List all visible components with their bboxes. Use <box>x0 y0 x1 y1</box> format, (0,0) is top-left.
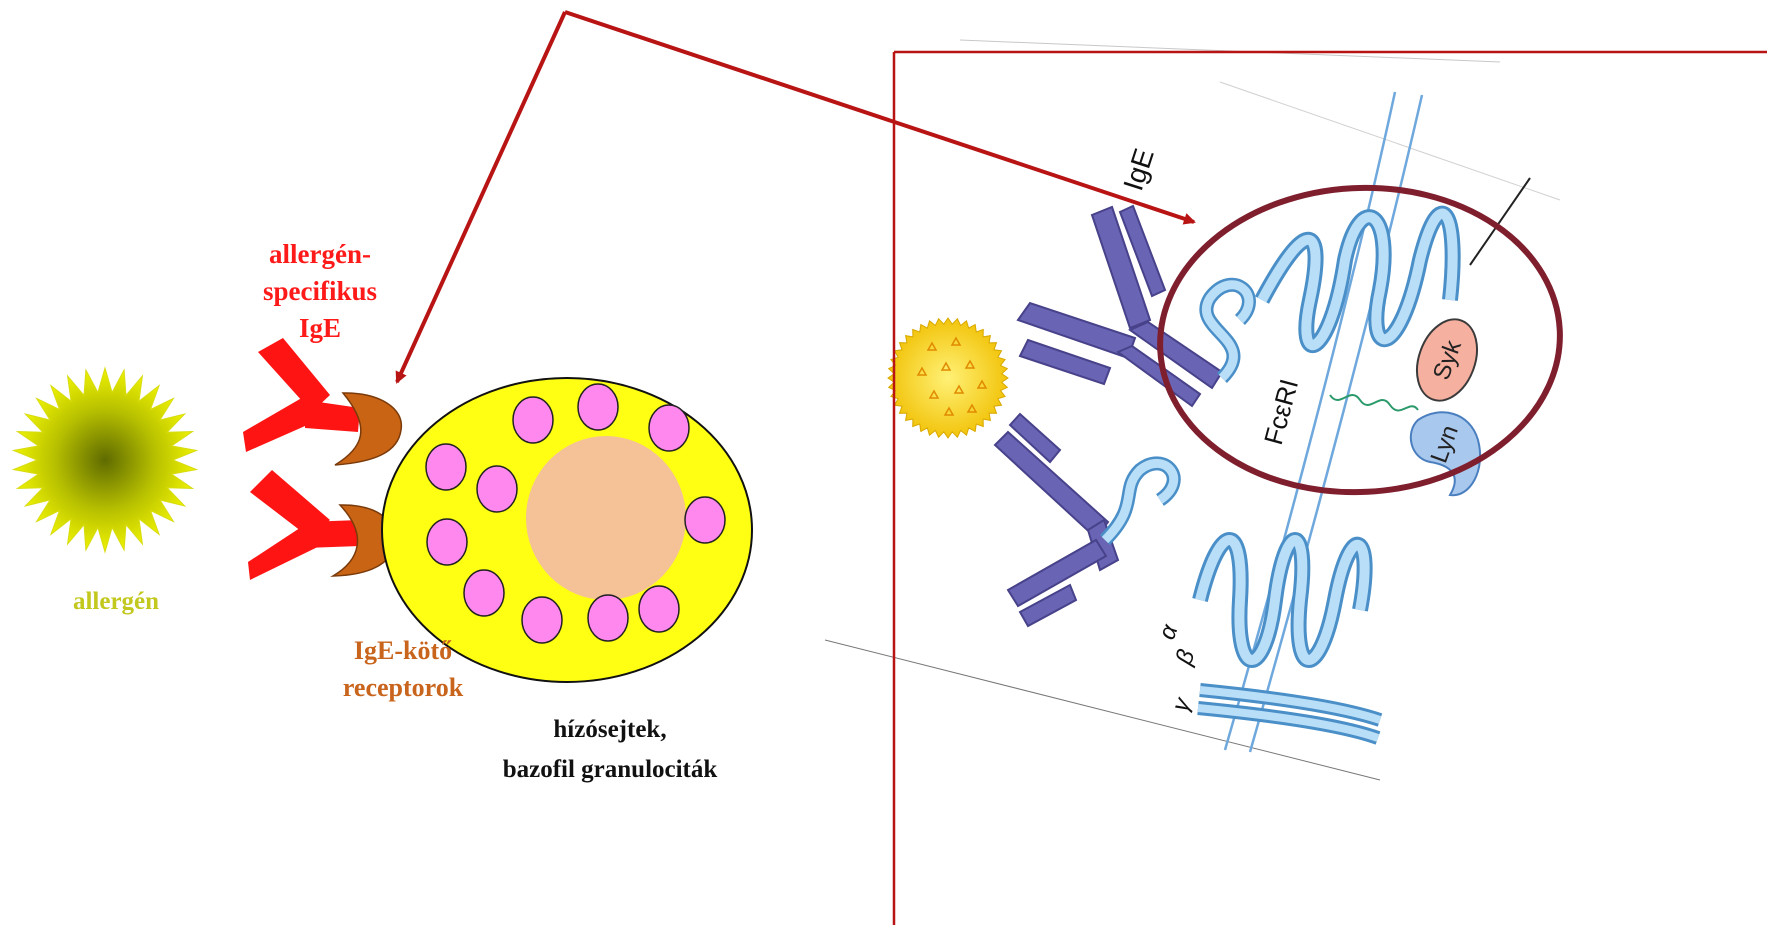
alpha-label: α <box>1153 620 1184 643</box>
ige-antibody-upper <box>243 338 360 452</box>
ige-label: allergén- specifikus IgE <box>235 236 405 347</box>
cell-type-label: hízósejtek, bazofil granulociták <box>440 710 780 790</box>
ige-label-line-2: specifikus <box>235 273 405 310</box>
antibody-lower <box>995 414 1118 626</box>
ige-label-line-3: IgE <box>235 310 405 347</box>
receptor-label: IgE-kötő receptorok <box>318 632 488 706</box>
receptor-label-line-1: IgE-kötő <box>318 632 488 669</box>
receptor-label-line-2: receptorok <box>318 669 488 706</box>
syk-kinase: Syk <box>1406 311 1487 409</box>
cell-type-line-2: bazofil granulociták <box>440 750 780 790</box>
antibody-upper <box>1018 206 1222 406</box>
right-ige-label: IgE <box>1117 145 1159 195</box>
fcer1-receptor-lower <box>1105 463 1380 738</box>
allergen-label: allergén <box>36 585 196 619</box>
pollen-allergen-icon <box>888 318 1008 438</box>
cell-type-line-1: hízósejtek, <box>440 710 780 750</box>
gamma-label: γ <box>1167 693 1197 715</box>
ige-antibody-lower <box>248 470 360 580</box>
beta-label: β <box>1170 646 1201 669</box>
allergen-sun-icon <box>14 368 197 552</box>
cell-nucleus <box>526 436 686 600</box>
fcer1-receptor-upper <box>1206 214 1452 378</box>
fcer1-label: FcεRI <box>1258 376 1304 448</box>
right-panel: Syk Lyn IgE FcεRI α β γ <box>825 40 1568 780</box>
ige-label-line-1: allergén- <box>235 236 405 273</box>
